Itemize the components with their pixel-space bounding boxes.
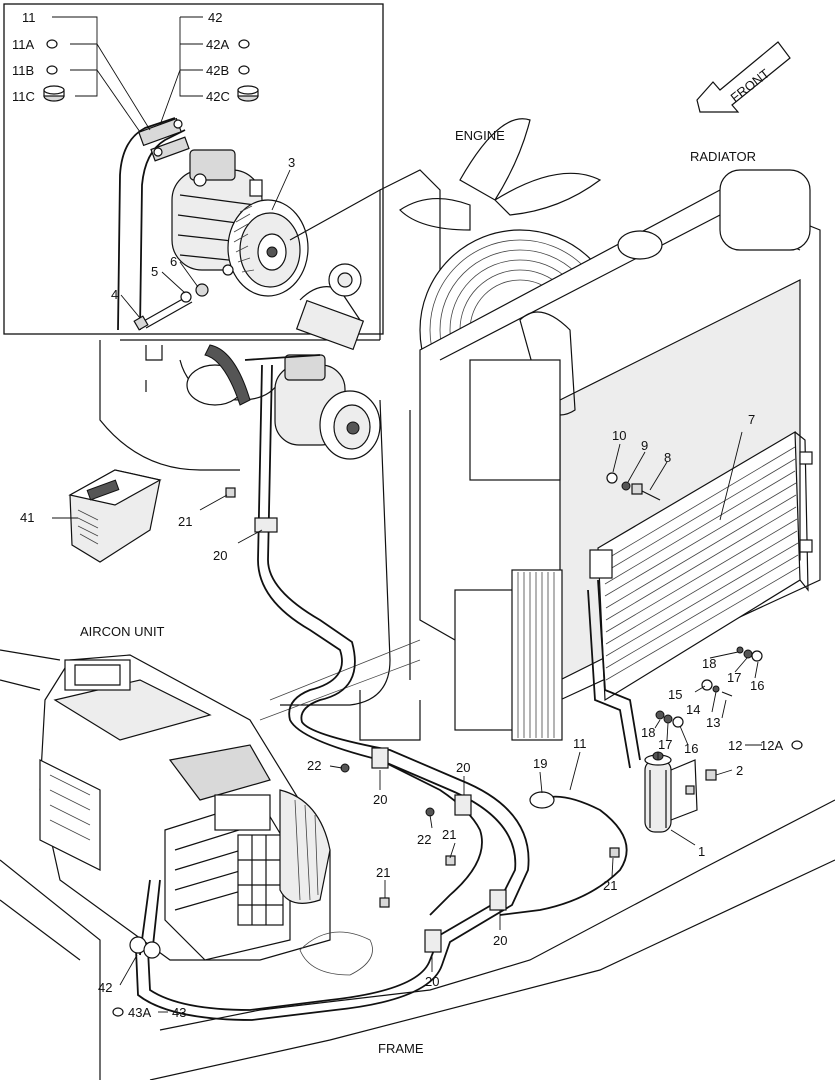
radiator-label: RADIATOR	[690, 149, 756, 164]
callout-12a: 12A	[760, 738, 783, 753]
callout-42: 42	[208, 10, 222, 25]
callout-17-b: 17	[658, 737, 672, 752]
nut-part-6	[195, 283, 209, 297]
hose-clamps-part-20	[254, 517, 507, 953]
filter-grid	[237, 834, 284, 926]
compressor-inset: 11 11A 11B 11C 42 42A 42B 42C 3 4 5 6	[3, 3, 384, 335]
callout-13: 13	[706, 715, 720, 730]
callout-21-a: 21	[178, 514, 192, 529]
front-arrow-icon: FRONT	[696, 41, 791, 113]
callout-19: 19	[533, 756, 547, 771]
callout-20-a: 20	[213, 548, 227, 563]
callout-22-b: 22	[417, 832, 431, 847]
receiver-dryer-part-1	[644, 751, 698, 833]
grommet-part-19	[529, 791, 555, 809]
callout-17-a: 17	[727, 670, 741, 685]
callout-2: 2	[736, 763, 743, 778]
callout-20-e: 20	[425, 974, 439, 989]
bolt-part-2	[705, 769, 717, 781]
callout-11c: 11C	[12, 89, 35, 104]
callout-16-b: 16	[684, 741, 698, 756]
small-hardware	[225, 487, 763, 908]
callout-21-b: 21	[442, 827, 456, 842]
callout-18-b: 18	[641, 725, 655, 740]
callout-21-d: 21	[376, 865, 390, 880]
callout-21-c: 21	[603, 878, 617, 893]
bolt-part-8	[631, 483, 661, 501]
callout-11a: 11A	[12, 37, 34, 52]
callout-42a: 42A	[206, 37, 229, 52]
callout-42b: 42B	[206, 63, 229, 78]
bolt-part-4	[133, 295, 193, 331]
cap-icon-42c	[237, 85, 259, 102]
callout-42c: 42C	[206, 89, 230, 104]
oring-icon-42a	[238, 39, 250, 49]
callout-41: 41	[20, 510, 34, 525]
callout-4: 4	[111, 287, 118, 302]
callout-3: 3	[288, 155, 295, 170]
callout-11: 11	[22, 10, 36, 25]
callout-6: 6	[170, 254, 177, 269]
oil-cooler-fins	[511, 569, 563, 741]
callout-20-d: 20	[493, 933, 507, 948]
callout-20-c: 20	[456, 760, 470, 775]
oring-icon-43a	[112, 1007, 124, 1017]
callout-9: 9	[641, 438, 648, 453]
callout-1: 1	[698, 844, 705, 859]
frame-label: FRAME	[378, 1041, 424, 1056]
washer-part-10	[606, 472, 618, 484]
callout-7: 7	[748, 412, 755, 427]
aircon-unit-label: AIRCON UNIT	[80, 624, 165, 639]
callout-11b: 11B	[12, 63, 34, 78]
callout-18-a: 18	[702, 656, 716, 671]
washer-part-9	[621, 481, 631, 491]
compressor-main	[204, 344, 381, 460]
callout-20-b: 20	[373, 792, 387, 807]
oring-icon-42b	[238, 65, 250, 75]
callout-11-main: 11	[573, 736, 587, 751]
oring-icon-11a	[46, 39, 58, 49]
callout-15: 15	[668, 687, 682, 702]
callout-10: 10	[612, 428, 626, 443]
callout-14: 14	[686, 702, 700, 717]
callout-8: 8	[664, 450, 671, 465]
callout-16-a: 16	[750, 678, 764, 693]
cap-icon-11c	[43, 85, 65, 102]
callout-43: 43	[172, 1005, 186, 1020]
compressor-inset-body	[171, 149, 309, 297]
engine-label: ENGINE	[455, 128, 505, 143]
control-panel-part-41	[68, 469, 162, 563]
callout-12: 12	[728, 738, 742, 753]
washer-part-5	[180, 291, 192, 303]
oring-icon-12a	[791, 740, 803, 750]
leader-lines	[52, 431, 762, 1013]
radiator-cap	[617, 230, 663, 260]
frame	[0, 639, 835, 1080]
oring-icon-11b	[46, 65, 58, 75]
callout-5: 5	[151, 264, 158, 279]
callout-43a: 43A	[128, 1005, 151, 1020]
callout-42-main: 42	[98, 980, 112, 995]
callout-22-a: 22	[307, 758, 321, 773]
aircon-unit	[39, 654, 331, 961]
